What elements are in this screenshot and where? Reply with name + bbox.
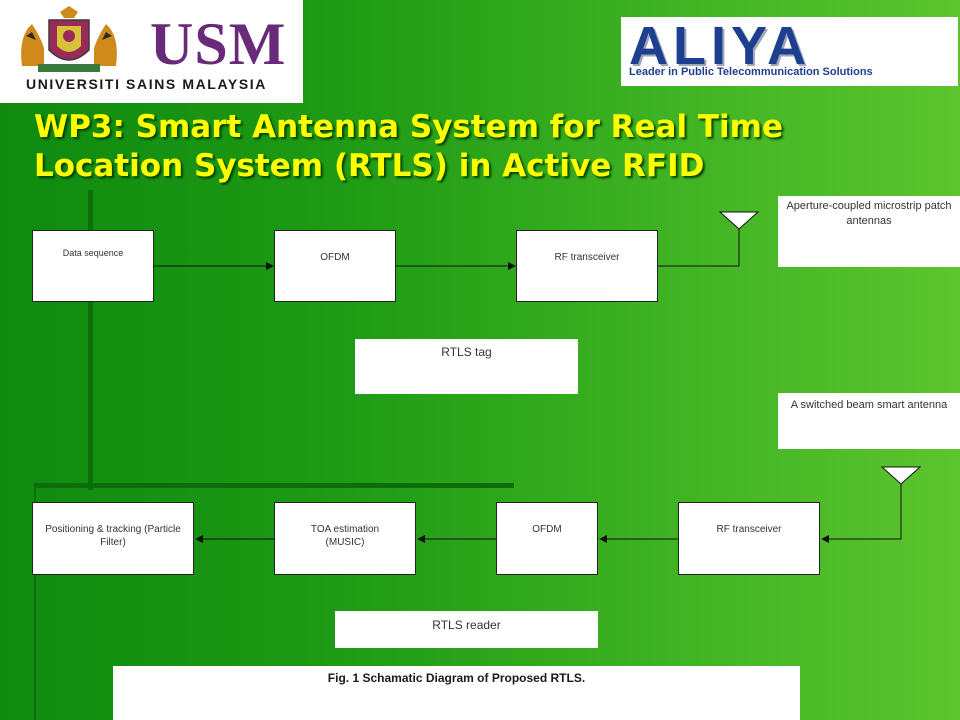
tag-rf-transceiver-label: RF transceiver [554, 252, 620, 263]
reader-rf-transceiver-label: RF transceiver [716, 524, 782, 535]
data-sequence-block: Data sequence [32, 230, 154, 302]
reader-antenna-icon [880, 466, 922, 485]
usm-logo: USM UNIVERSITI SAINS MALAYSIA [0, 0, 303, 103]
positioning-block: Positioning & tracking (Particle Filter) [32, 502, 194, 575]
reader-rf-transceiver-block: RF transceiver [678, 502, 820, 575]
reader-antenna-note: A switched beam smart antenna [778, 393, 960, 449]
rtls-reader-label-box: RTLS reader [335, 611, 598, 648]
tag-rf-transceiver-block: RF transceiver [516, 230, 658, 302]
connector-reader-antenna-to-rf [821, 484, 902, 543]
aliya-logo: ALIYA Leader in Public Telecommunication… [621, 17, 958, 86]
frame-vertical-line [88, 190, 93, 490]
rtls-reader-label: RTLS reader [432, 618, 501, 632]
usm-name-text: UNIVERSITI SAINS MALAYSIA [26, 76, 267, 92]
toa-estimation-label: TOA estimation (MUSIC) [310, 524, 380, 548]
data-sequence-label: Data sequence [62, 248, 124, 258]
tag-ofdm-block: OFDM [274, 230, 396, 302]
figure-caption-box: Fig. 1 Schamatic Diagram of Proposed RTL… [113, 666, 800, 720]
frame-horizontal-line [34, 483, 514, 488]
positioning-label: Positioning & tracking (Particle Filter) [45, 524, 181, 548]
tag-antenna-note: Aperture-coupled microstrip patch antenn… [778, 196, 960, 267]
connector-rf-to-tag-antenna [658, 229, 740, 267]
usm-crest-icon [21, 6, 117, 72]
tag-antenna-icon [718, 211, 760, 230]
reader-ofdm-label: OFDM [532, 524, 562, 535]
reader-ofdm-block: OFDM [496, 502, 598, 575]
rtls-tag-label: RTLS tag [441, 345, 492, 359]
aliya-wordmark: ALIYA [629, 17, 812, 76]
figure-caption: Fig. 1 Schamatic Diagram of Proposed RTL… [327, 671, 586, 685]
slide-title: WP3: Smart Antenna System for Real Time … [34, 109, 783, 184]
toa-estimation-block: TOA estimation (MUSIC) [274, 502, 416, 575]
usm-wordmark: USM [150, 11, 287, 77]
rtls-tag-label-box: RTLS tag [355, 339, 578, 394]
frame-left-line [34, 483, 36, 720]
tag-antenna-note-text: Aperture-coupled microstrip patch antenn… [786, 200, 952, 227]
tag-ofdm-label: OFDM [320, 252, 350, 263]
reader-antenna-note-text: A switched beam smart antenna [790, 399, 948, 411]
aliya-tagline: Leader in Public Telecommunication Solut… [629, 66, 873, 78]
